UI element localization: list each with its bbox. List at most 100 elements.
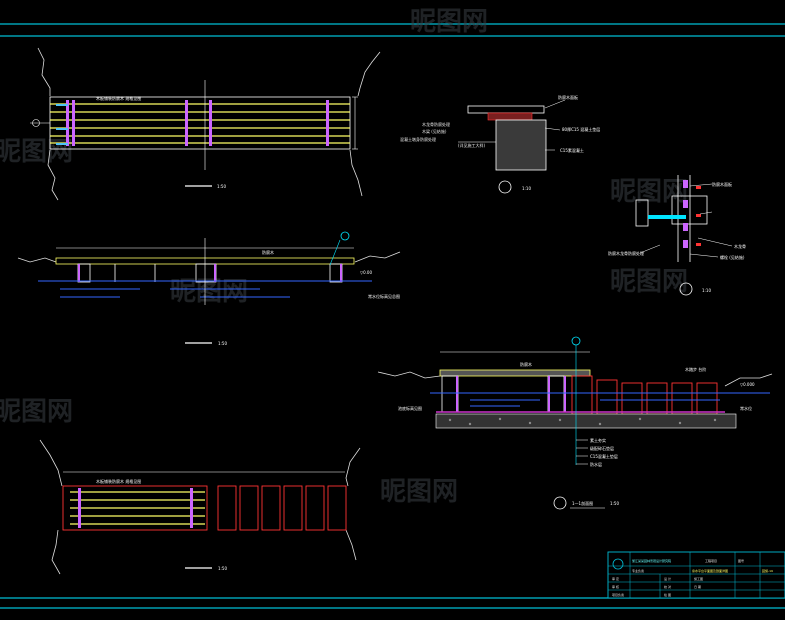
elev-deck-label: 防腐木	[262, 249, 274, 255]
tb-project: 工程项目	[705, 558, 717, 563]
watermark-3: 昵图网	[170, 277, 248, 307]
node2-label-c: 螺栓 (见结施)	[720, 254, 745, 260]
lower-step-blocks	[217, 485, 347, 531]
node2-bolt	[648, 215, 686, 219]
elevation-view: 防腐木 ▽0.00 常水位标高见总图 1:50	[17, 231, 401, 346]
section-1-1: 防腐木 木踏步 台阶 ▽0.000 常水位 池底标高见图 素土夯实 级配碎石垫层…	[377, 336, 773, 510]
lower-plan-view: 木板铺装防腐木 规格见图 1:50	[39, 439, 361, 575]
node1-leaders	[458, 99, 566, 151]
company-logo-icon	[612, 558, 624, 570]
watermark-6: 昵图网	[0, 137, 73, 167]
sect-bank-right	[724, 373, 773, 387]
elev-bank-right	[354, 251, 401, 263]
node1-label-mid-d: (详见施工大样)	[458, 142, 486, 148]
plan-deck-outline	[49, 96, 351, 150]
tb-row-4: 专业负责	[632, 568, 644, 573]
tb-row-1: 审 定	[612, 576, 619, 581]
sect-pier-posts	[456, 376, 566, 412]
node2-scale: 1:10	[702, 288, 711, 293]
elev-bank-left	[17, 257, 57, 263]
plan-centerline	[30, 80, 206, 170]
plan-deck-label: 木板铺装防腐木 规格见图	[96, 95, 141, 101]
node1-label-mid-b: 木梁 (见结施)	[422, 128, 447, 134]
watermark-group: 昵图网 昵图网 昵图网 昵图网 昵图网 昵图网 昵图网	[0, 7, 688, 507]
sect-bank-left	[377, 371, 441, 379]
elev-posts	[78, 264, 342, 282]
elev-scale-text: 1:50	[218, 341, 227, 346]
sect-piers	[441, 375, 565, 413]
sect-legend-c: C15混凝土垫层	[590, 453, 618, 459]
tb-sheet-label: 图号	[738, 558, 744, 563]
sect-gravel	[448, 417, 717, 426]
node1-footing	[495, 119, 547, 171]
node1-detail-mark	[498, 180, 512, 194]
tb-col-3: 绘 图	[664, 592, 671, 597]
sect-legend-a: 素土夯实	[590, 437, 606, 443]
plan-posts	[66, 100, 329, 146]
elev-section-mark	[340, 231, 350, 241]
watermark-7: 昵图网	[0, 397, 73, 427]
title-block-frame	[607, 551, 785, 599]
tb-row-2: 审 核	[612, 584, 619, 589]
node1-label-mid-a: 木龙骨防腐处理	[422, 121, 450, 127]
node2-label-d: 防腐木龙骨防腐处理	[608, 250, 644, 256]
sect-section-mark	[571, 336, 581, 346]
sect-water	[430, 392, 770, 407]
watermark-5: 昵图网	[380, 477, 458, 507]
tb-phase: 施工图	[694, 576, 703, 581]
watermark-4: 昵图网	[610, 267, 688, 297]
tb-col-1: 设 计	[664, 576, 671, 581]
plan-dimensions	[352, 96, 358, 150]
sect-left-label: 池底标高见图	[398, 405, 422, 411]
lower-planks	[70, 491, 205, 525]
node2-detail-mark	[679, 282, 693, 296]
title-block: 浙江某某园林景观设计研究院 工程项目 亲水平台平面图及剖面详图 审 定 审 核 …	[607, 551, 785, 599]
node1-deck	[467, 105, 545, 114]
sect-legend-d: 防水层	[590, 461, 602, 467]
elev-level: ▽0.00	[360, 270, 372, 275]
sect-scale: 1:50	[610, 501, 619, 506]
sect-water-label: 常水位	[740, 405, 752, 411]
node2-joint	[671, 195, 708, 225]
tb-col-2: 校 对	[664, 584, 671, 589]
node2-posts	[683, 180, 688, 248]
node2-beam	[635, 199, 649, 227]
lower-plan-label: 木板铺装防腐木 规格见图	[96, 478, 141, 484]
plan-scale-text: 1:50	[217, 184, 226, 189]
sect-level-label: ▽0.000	[740, 382, 755, 387]
sect-deck-label: 防腐木	[520, 361, 532, 367]
lower-bank-lines	[39, 439, 361, 575]
lower-deck-outline	[62, 485, 208, 531]
sect-step-blocks	[571, 375, 718, 415]
detail-node-1: 防腐木面板 木龙骨防腐处理 木梁 (见结施) 混凝土墩身防腐处理 (详见施工大样…	[400, 94, 600, 194]
sect-base	[435, 413, 737, 429]
elev-leader	[329, 239, 341, 266]
node1-label-top: 防腐木面板	[558, 94, 578, 100]
detail-node-2: 防腐木面板 木龙骨 螺栓 (见结施) 防腐木龙骨防腐处理 1:10	[608, 175, 746, 296]
node2-red-marks	[696, 186, 701, 246]
plan-view: 木板铺装防腐木 规格见图 1:50	[30, 47, 381, 201]
sect-title: 1—1剖面图	[572, 500, 593, 506]
sect-deck	[439, 369, 591, 377]
lower-scale-text: 1:50	[218, 566, 227, 571]
node1-label-mid-c: 混凝土墩身防腐处理	[400, 136, 436, 142]
plan-bank-lines	[37, 47, 381, 201]
sect-legend-b: 级配碎石垫层	[590, 445, 614, 451]
tb-sheet-no: 园施-19	[762, 568, 773, 573]
tb-col-4: 日 期	[694, 584, 701, 589]
tb-drawing-name: 亲水平台平面图及剖面详图	[692, 568, 728, 573]
node2-leaders	[639, 183, 733, 258]
node1-label-right-a: 80厚C15 混凝土垫层	[562, 126, 600, 132]
node2-label-a: 防腐木面板	[712, 181, 732, 187]
title-block-grid	[608, 552, 785, 598]
node1-scale: 1:10	[522, 186, 531, 191]
tb-company: 浙江某某园林景观设计研究院	[632, 558, 671, 563]
watermark-1: 昵图网	[410, 7, 488, 37]
plan-pile-dots	[56, 104, 68, 145]
watermark-2: 昵图网	[610, 177, 688, 207]
node1-cap	[487, 112, 533, 121]
elev-water-label: 常水位标高见总图	[368, 293, 400, 299]
sect-leader-ticks	[576, 439, 588, 465]
node1-label-right-b: C15素混凝土	[560, 147, 584, 153]
